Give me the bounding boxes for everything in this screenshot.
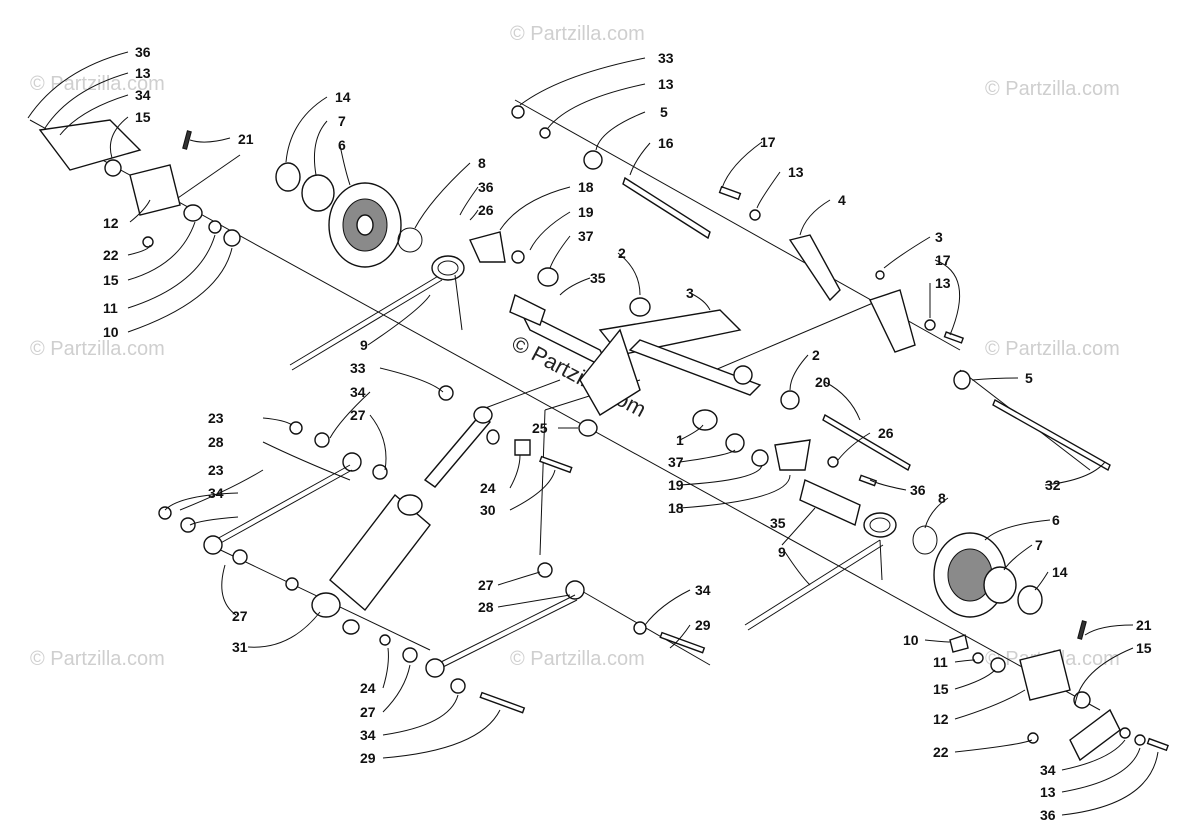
callout-27: 27: [232, 608, 248, 624]
callout-2: 2: [812, 347, 820, 363]
callout-18: 18: [578, 179, 594, 195]
upper-shaft-assembly: [511, 105, 1111, 526]
watermark: © Partzilla.com: [985, 338, 1120, 360]
callout-35: 35: [590, 270, 606, 286]
callout-8: 8: [938, 490, 946, 506]
watermark: © Partzilla.com: [30, 338, 165, 360]
callout-34: 34: [208, 485, 224, 501]
callout-36: 36: [135, 44, 151, 60]
callout-34: 34: [350, 384, 366, 400]
callout-13: 13: [658, 76, 674, 92]
callout-36: 36: [1040, 807, 1056, 823]
callout-27: 27: [478, 577, 494, 593]
callout-14: 14: [1052, 564, 1068, 580]
watermark: © Partzilla.com: [30, 648, 165, 670]
callout-24: 24: [480, 480, 496, 496]
watermark: © Partzilla.com: [510, 648, 645, 670]
callout-33: 33: [350, 360, 366, 376]
callout-32: 32: [1045, 477, 1061, 493]
callout-34: 34: [695, 582, 711, 598]
callout-1: 1: [676, 432, 684, 448]
callout-29: 29: [360, 750, 376, 766]
callout-11: 11: [103, 300, 118, 316]
callout-22: 22: [933, 744, 949, 760]
shock-absorber: [311, 385, 573, 635]
callout-37: 37: [578, 228, 594, 244]
callout-33: 33: [658, 50, 674, 66]
callout-17: 17: [760, 134, 776, 150]
callout-19: 19: [668, 477, 684, 493]
callout-30: 30: [480, 502, 496, 518]
callout-28: 28: [208, 434, 224, 450]
callout-2: 2: [618, 245, 626, 261]
callout-8: 8: [478, 155, 486, 171]
right-torsion-spring: [744, 512, 938, 631]
left-torsion-spring: [289, 255, 465, 371]
callout-29: 29: [695, 617, 711, 633]
watermark: © Partzilla.com: [985, 78, 1120, 100]
callout-35: 35: [770, 515, 786, 531]
callout-22: 22: [103, 247, 119, 263]
left-idler-wheel: [38, 119, 423, 268]
callout-17: 17: [935, 252, 951, 268]
callout-15: 15: [933, 681, 949, 697]
callout-36: 36: [478, 179, 494, 195]
leader-lines: [27, 51, 1159, 816]
callout-37: 37: [668, 454, 684, 470]
callout-15: 15: [135, 109, 151, 125]
callout-21: 21: [238, 131, 254, 147]
assembly-axes: [29, 99, 1101, 711]
callout-36: 36: [910, 482, 926, 498]
callout-13: 13: [135, 65, 151, 81]
callout-labels: 36 13 34 15 21 12 22 15 11 10 14 7 6 8 3…: [103, 44, 1152, 823]
callout-9: 9: [778, 544, 786, 560]
callout-13: 13: [935, 275, 951, 291]
tie-rods: [158, 421, 706, 714]
callout-34: 34: [135, 87, 151, 103]
callout-3: 3: [935, 229, 943, 245]
callout-34: 34: [360, 727, 376, 743]
watermark: © Partzilla.com: [510, 23, 645, 45]
callout-5: 5: [1025, 370, 1033, 386]
callout-15: 15: [1136, 640, 1152, 656]
callout-31: 31: [232, 639, 248, 655]
callout-5: 5: [660, 104, 668, 120]
callout-26: 26: [478, 202, 494, 218]
callout-3: 3: [686, 285, 694, 301]
right-idler-wheel: [933, 532, 1169, 762]
callout-23: 23: [208, 410, 224, 426]
callout-28: 28: [478, 599, 494, 615]
callout-12: 12: [103, 215, 119, 231]
callout-24: 24: [360, 680, 376, 696]
callout-25: 25: [532, 420, 548, 436]
callout-16: 16: [658, 135, 674, 151]
callout-4: 4: [838, 192, 846, 208]
callout-26: 26: [878, 425, 894, 441]
callout-10: 10: [103, 324, 119, 340]
callout-34: 34: [1040, 762, 1056, 778]
callout-11: 11: [933, 654, 948, 670]
callout-23: 23: [208, 462, 224, 478]
callout-27: 27: [360, 704, 376, 720]
callout-20: 20: [815, 374, 831, 390]
callout-21: 21: [1136, 617, 1152, 633]
rear-arm-assembly: [469, 231, 811, 471]
callout-14: 14: [335, 89, 351, 105]
callout-10: 10: [903, 632, 919, 648]
callout-15: 15: [103, 272, 119, 288]
callout-6: 6: [338, 137, 346, 153]
callout-6: 6: [1052, 512, 1060, 528]
callout-27: 27: [350, 407, 366, 423]
callout-9: 9: [360, 337, 368, 353]
callout-19: 19: [578, 204, 594, 220]
callout-18: 18: [668, 500, 684, 516]
callout-13: 13: [1040, 784, 1056, 800]
callout-12: 12: [933, 711, 949, 727]
callout-7: 7: [338, 113, 346, 129]
callout-13: 13: [788, 164, 804, 180]
callout-7: 7: [1035, 537, 1043, 553]
